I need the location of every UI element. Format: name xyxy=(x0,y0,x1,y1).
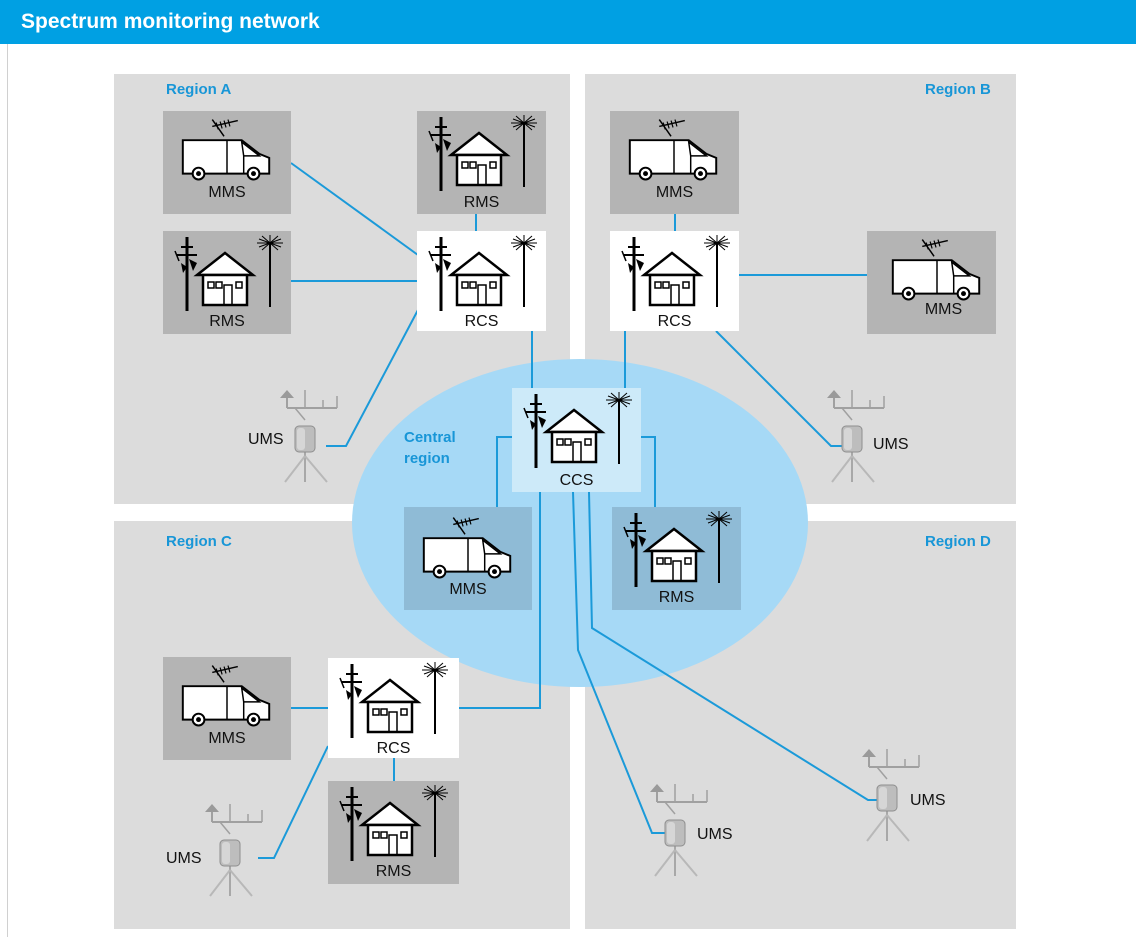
ums-label-region-d-1: UMS xyxy=(697,826,733,843)
mms-label: MMS xyxy=(208,730,246,747)
rcs-label: RCS xyxy=(464,313,499,330)
central-region-label-line1: Central xyxy=(404,429,456,446)
house-antenna-icon xyxy=(167,233,287,313)
ccs-node-central[interactable]: CCS xyxy=(512,388,641,492)
diagram-frame xyxy=(7,44,1136,937)
region-d-label: Region D xyxy=(925,533,991,550)
central-region-label-line2: region xyxy=(404,450,450,467)
house-antenna-icon xyxy=(421,233,541,313)
diagram-title: Spectrum monitoring network xyxy=(0,0,1136,44)
rms-label: RMS xyxy=(658,589,695,606)
van-icon xyxy=(883,235,991,307)
ums-label-region-d-2: UMS xyxy=(910,792,946,809)
rms-label: RMS xyxy=(375,863,412,880)
van-icon xyxy=(173,115,281,187)
house-antenna-icon xyxy=(516,390,636,470)
van-icon xyxy=(620,115,728,187)
rcs-label: RCS xyxy=(376,740,411,757)
ums-label-region-c: UMS xyxy=(166,850,202,867)
house-antenna-icon xyxy=(332,783,452,863)
rcs-node-region-b[interactable]: RCS xyxy=(610,231,739,331)
rms-node-region-c[interactable]: RMS xyxy=(328,781,459,884)
ccs-label: CCS xyxy=(559,472,594,489)
rms-node-region-a-top[interactable]: RMS xyxy=(417,111,546,214)
mms-node-region-b-right[interactable]: MMS xyxy=(867,231,996,334)
mms-label: MMS xyxy=(208,184,246,201)
region-b-label: Region B xyxy=(925,81,991,98)
ums-label-region-b: UMS xyxy=(873,436,909,453)
region-c-label: Region C xyxy=(166,533,232,550)
region-a-label: Region A xyxy=(166,81,232,98)
mms-label: MMS xyxy=(924,301,963,318)
van-icon xyxy=(173,661,281,733)
rms-node-central[interactable]: RMS xyxy=(612,507,741,610)
house-antenna-icon xyxy=(616,509,736,589)
rcs-label: RCS xyxy=(657,313,692,330)
mms-node-region-b-top[interactable]: MMS xyxy=(610,111,739,214)
house-antenna-icon xyxy=(614,233,734,313)
rms-label: RMS xyxy=(209,313,245,330)
house-antenna-icon xyxy=(332,660,452,740)
rms-node-region-a-left[interactable]: RMS xyxy=(163,231,291,334)
mms-label: MMS xyxy=(449,581,487,598)
ums-tripod-icon-region-a xyxy=(275,386,355,486)
van-icon xyxy=(414,513,522,585)
rcs-node-region-a[interactable]: RCS xyxy=(417,231,546,331)
rcs-node-region-c[interactable]: RCS xyxy=(328,658,459,758)
mms-node-central[interactable]: MMS xyxy=(404,507,532,610)
mms-node-region-c[interactable]: MMS xyxy=(163,657,291,760)
mms-label: MMS xyxy=(655,184,694,201)
rms-label: RMS xyxy=(463,194,500,211)
ums-tripod-icon-region-c xyxy=(200,800,280,900)
mms-node-region-a[interactable]: MMS xyxy=(163,111,291,214)
ums-label-region-a: UMS xyxy=(248,431,284,448)
house-antenna-icon xyxy=(421,113,541,193)
